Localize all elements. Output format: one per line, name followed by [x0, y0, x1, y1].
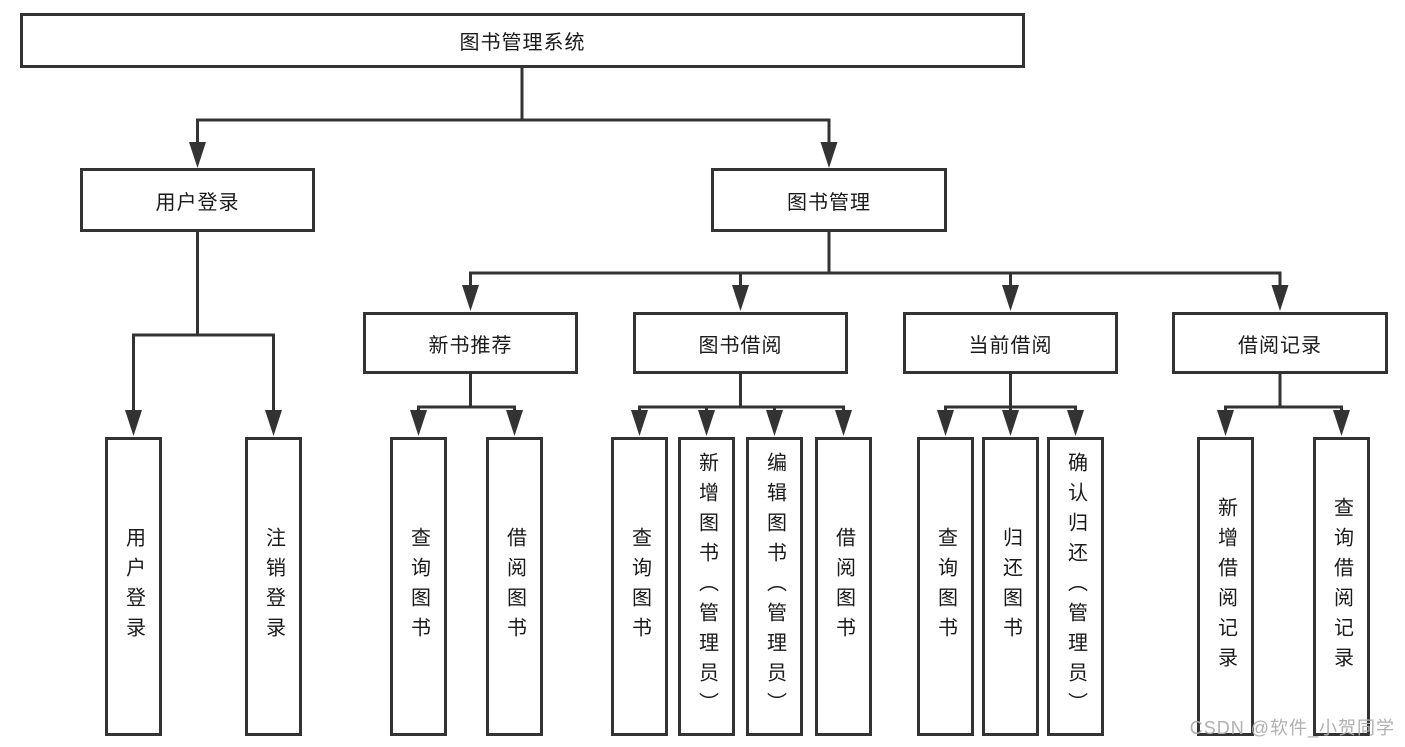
node-label: 查询借阅记录 — [1330, 496, 1353, 677]
leaf-records-query-record: 查询借阅记录 — [1313, 437, 1370, 736]
leaf-borrow-add-books-admin: 新增图书（管理员） — [678, 437, 735, 736]
leaf-newbook-borrow-books: 借阅图书 — [486, 437, 543, 736]
leaf-borrow-edit-books-admin: 编辑图书（管理员） — [746, 437, 803, 736]
node-label: 注销登录 — [262, 526, 285, 647]
node-label: 当前借阅 — [968, 334, 1053, 357]
node-label: 图书借阅 — [698, 334, 783, 357]
leaf-borrow-query-books: 查询图书 — [611, 437, 668, 736]
leaf-current-confirm-return-admin: 确认归还（管理员） — [1047, 437, 1104, 736]
node-borrowing-records: 借阅记录 — [1172, 312, 1388, 374]
csdn-watermark: CSDN @软件_小贺同学 — [1189, 718, 1395, 738]
node-book-borrowing: 图书借阅 — [633, 312, 848, 374]
node-label: 查询图书 — [934, 526, 957, 647]
node-library-system: 图书管理系统 — [20, 13, 1025, 68]
node-label: 新增图书（管理员） — [695, 451, 718, 722]
node-new-book-recommendation: 新书推荐 — [363, 312, 578, 374]
leaf-current-return-books: 归还图书 — [982, 437, 1039, 736]
node-label: 用户登录 — [155, 191, 240, 214]
node-user-login: 用户登录 — [80, 168, 315, 232]
node-label: 新增借阅记录 — [1214, 496, 1237, 677]
node-label: 借阅记录 — [1238, 334, 1322, 357]
node-label: 借阅图书 — [503, 526, 526, 647]
node-label: 图书管理 — [787, 191, 871, 214]
node-label: 新书推荐 — [428, 334, 513, 357]
node-label: 确认归还（管理员） — [1064, 451, 1087, 722]
leaf-records-add-record: 新增借阅记录 — [1197, 437, 1254, 736]
node-book-management: 图书管理 — [711, 168, 947, 232]
leaf-user-login: 用户登录 — [105, 437, 162, 736]
leaf-newbook-query-books: 查询图书 — [390, 437, 447, 736]
leaf-borrow-borrow-books: 借阅图书 — [815, 437, 872, 736]
leaf-logout-login: 注销登录 — [245, 437, 302, 736]
node-label: 用户登录 — [122, 526, 145, 647]
node-label: 查询图书 — [407, 526, 430, 647]
node-label: 查询图书 — [628, 526, 651, 647]
node-label: 编辑图书（管理员） — [763, 451, 786, 722]
node-label: 图书管理系统 — [459, 32, 586, 54]
node-current-borrowing: 当前借阅 — [903, 312, 1118, 374]
node-label: 归还图书 — [999, 526, 1022, 647]
node-label: 借阅图书 — [832, 526, 855, 647]
leaf-current-query-books: 查询图书 — [917, 437, 974, 736]
